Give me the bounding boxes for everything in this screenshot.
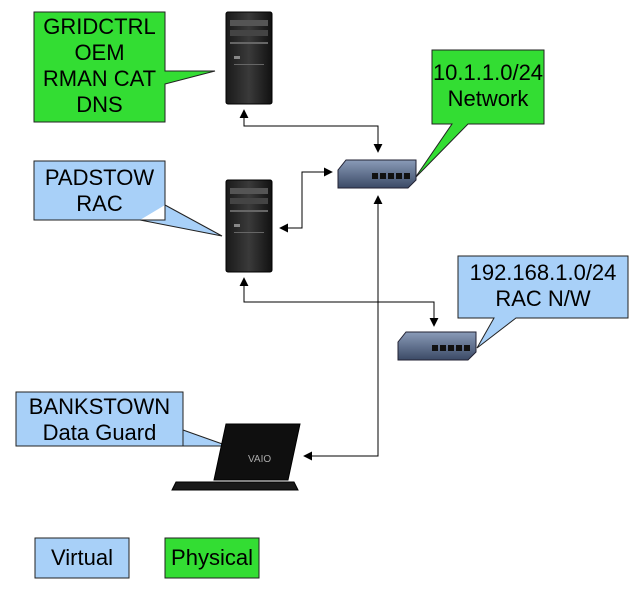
link-laptop-switch: [303, 195, 383, 461]
laptop-icon: VAIO: [171, 423, 301, 491]
callout-public-network: [414, 49, 545, 179]
link-rac-switch: [279, 167, 333, 233]
callout-public-network-text: 10.1.1.0/24 Network: [432, 60, 544, 112]
callout-rac-network: [457, 255, 629, 349]
network-switch-icon: [337, 159, 417, 189]
tower-pc-icon: [225, 179, 273, 273]
legend-physical-swatch: [164, 537, 260, 579]
callout-line: BANKSTOWN: [28, 394, 171, 419]
callout-line: 10.1.1.0/24: [432, 60, 544, 85]
callout-line: GRIDCTRL: [43, 14, 156, 39]
callout-line: Data Guard: [42, 420, 157, 445]
callout-line: OEM: [74, 40, 125, 65]
callout-rac-network-text: 192.168.1.0/24 RAC N/W: [458, 260, 628, 312]
link-server-switch: [239, 109, 383, 153]
callout-line: RAC N/W: [495, 286, 591, 311]
callout-dataguard-laptop-text: BANKSTOWN Data Guard: [16, 394, 183, 446]
callout-dataguard-laptop: [15, 391, 229, 447]
legend-physical-label: Physical: [171, 545, 253, 570]
connector-lines: [239, 109, 439, 461]
legend-virtual-swatch: [34, 537, 130, 579]
callout-physical-server-text: GRIDCTRL OEM RMAN CAT DNS: [34, 14, 165, 118]
callout-physical-server: [33, 11, 216, 123]
callout-line: Network: [447, 86, 529, 111]
link-rac-racnet: [239, 277, 439, 327]
callout-line: DNS: [76, 92, 123, 117]
callout-rac-server: [33, 160, 223, 237]
callout-line: RMAN CAT: [42, 66, 157, 91]
tower-pc-icon: [225, 11, 273, 105]
laptop-brand: VAIO: [248, 454, 271, 465]
legend-virtual-label: Virtual: [51, 545, 113, 570]
callout-rac-server-text: PADSTOW RAC: [34, 165, 165, 217]
callout-line: 192.168.1.0/24: [469, 260, 617, 285]
network-switch-icon: [397, 331, 477, 361]
callout-line: PADSTOW: [44, 165, 155, 190]
callout-line: RAC: [76, 191, 123, 216]
